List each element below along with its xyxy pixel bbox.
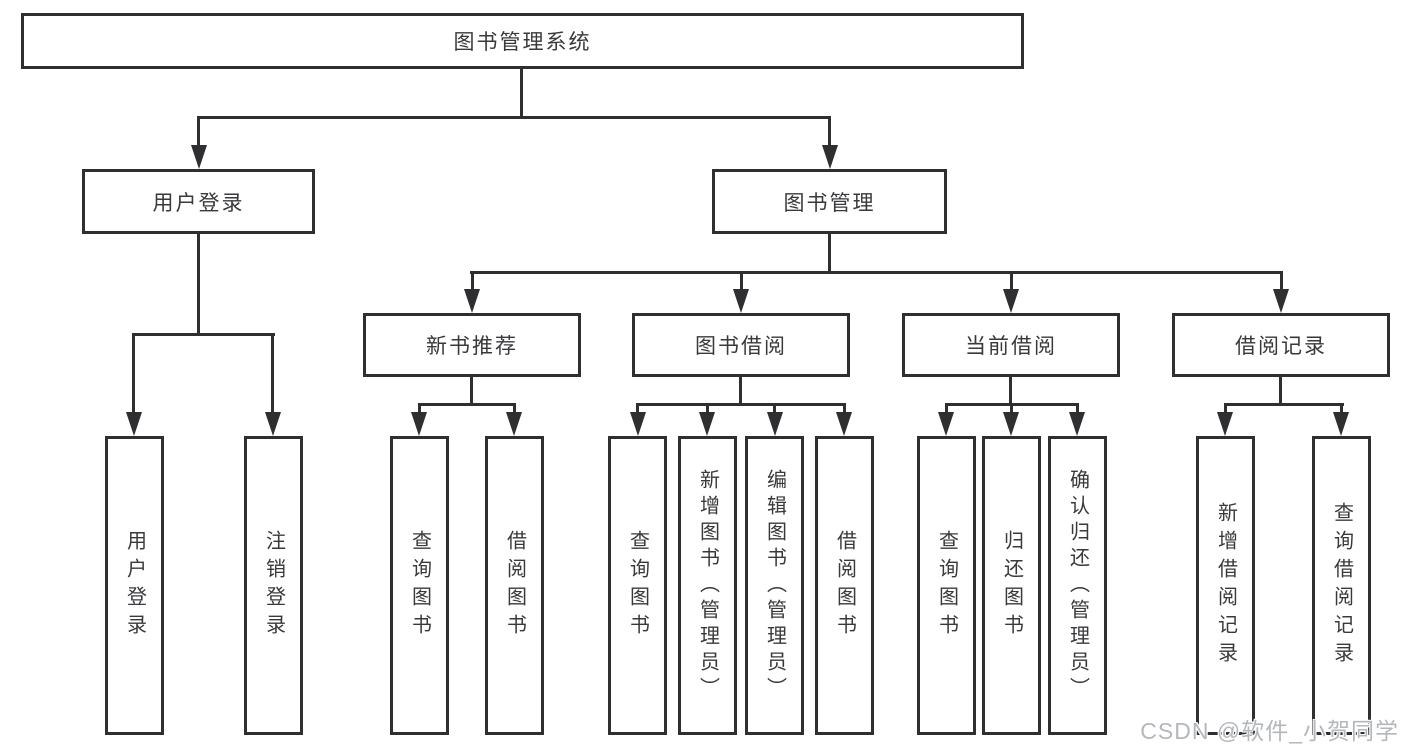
connector-bar (636, 403, 846, 406)
connector-drop (1340, 403, 1343, 416)
leaf-borrow-books-borrowing: 借阅图书 (815, 436, 874, 735)
connector-drop (132, 333, 135, 415)
connector-root-left-drop (197, 116, 200, 148)
leaf-query-books-current: 查询图书 (917, 436, 976, 735)
node-label: 新书推荐 (426, 335, 518, 358)
node-current-borrowing: 当前借阅 (902, 313, 1120, 377)
connector-drop (706, 403, 709, 416)
node-user-login: 用户登录 (82, 169, 315, 234)
connector-drop (636, 403, 639, 416)
leaf-user-login: 用户登录 (105, 436, 164, 735)
arrowhead-icon (836, 412, 852, 436)
connector-drop (843, 403, 846, 416)
arrowhead-icon (411, 412, 427, 436)
arrowhead-icon (822, 145, 838, 169)
node-label: 当前借阅 (965, 335, 1057, 358)
leaf-label: 确认归还（管理员） (1066, 468, 1089, 703)
csdn-watermark: CSDN @软件_小贺同学 (1140, 718, 1399, 744)
node-book-borrowing: 图书借阅 (632, 313, 850, 377)
node-label: 图书管理 (783, 191, 876, 215)
arrowhead-icon (1003, 412, 1019, 436)
arrowhead-icon (938, 412, 954, 436)
connector-drop (1076, 403, 1079, 416)
node-label: 借阅记录 (1235, 335, 1327, 358)
leaf-label: 归还图书 (1000, 529, 1023, 642)
leaf-edit-book-admin: 编辑图书（管理员） (745, 436, 804, 735)
connector-root-bar (197, 116, 831, 119)
leaf-label: 借阅图书 (833, 529, 856, 642)
connector-bar (418, 403, 516, 406)
connector-stem (470, 377, 473, 406)
arrowhead-icon (1273, 289, 1289, 313)
leaf-confirm-return-admin: 确认归还（管理员） (1048, 436, 1107, 735)
arrowhead-icon (733, 289, 749, 313)
leaf-query-borrow-record: 查询借阅记录 (1312, 436, 1371, 735)
node-label: 图书管理系统 (453, 31, 592, 54)
node-label: 图书借阅 (695, 335, 787, 358)
leaf-borrow-books-recommend: 借阅图书 (485, 436, 544, 735)
connector-drop (773, 403, 776, 416)
connector-drop (271, 333, 274, 415)
connector-user-login-bar (133, 333, 275, 336)
connector-drop (1010, 271, 1013, 293)
node-label: 用户登录 (152, 191, 245, 215)
leaf-label: 编辑图书（管理员） (763, 468, 786, 703)
leaf-label: 借阅图书 (503, 529, 526, 642)
leaf-return-books: 归还图书 (982, 436, 1041, 735)
leaf-add-book-admin: 新增图书（管理员） (678, 436, 737, 735)
leaf-label: 查询图书 (408, 529, 431, 642)
connector-book-mgmt-stem (828, 234, 831, 274)
leaf-add-borrow-record: 新增借阅记录 (1196, 436, 1255, 735)
node-book-management: 图书管理 (712, 169, 947, 234)
connector-bar (1224, 403, 1344, 406)
connector-drop (1224, 403, 1227, 416)
connector-root-right-drop (828, 116, 831, 148)
arrowhead-icon (767, 412, 783, 436)
connector-drop (471, 271, 474, 293)
connector-stem (1009, 377, 1012, 406)
arrowhead-icon (506, 412, 522, 436)
connector-root-stem (520, 68, 523, 118)
leaf-label: 查询图书 (626, 529, 649, 642)
arrowhead-icon (699, 412, 715, 436)
leaf-label: 查询图书 (935, 529, 958, 642)
node-new-book-recommend: 新书推荐 (363, 313, 581, 377)
arrowhead-icon (630, 412, 646, 436)
connector-stem (1279, 377, 1282, 406)
leaf-label: 新增借阅记录 (1214, 501, 1237, 670)
connector-drop (1010, 403, 1013, 416)
leaf-label: 注销登录 (262, 529, 285, 642)
arrowhead-icon (1003, 289, 1019, 313)
arrowhead-icon (1333, 412, 1349, 436)
leaf-label: 新增图书（管理员） (696, 468, 719, 703)
arrowhead-icon (265, 412, 281, 436)
connector-drop (1280, 271, 1283, 293)
arrowhead-icon (464, 289, 480, 313)
connector-drop (513, 403, 516, 416)
connector-user-login-stem (197, 234, 200, 335)
arrowhead-icon (1069, 412, 1085, 436)
leaf-query-books-borrowing: 查询图书 (608, 436, 667, 735)
node-library-management-system: 图书管理系统 (21, 13, 1024, 69)
leaf-label: 用户登录 (123, 529, 146, 642)
connector-drop (945, 403, 948, 416)
arrowhead-icon (191, 145, 207, 169)
connector-book-mgmt-bar (470, 271, 1282, 274)
node-borrowing-records: 借阅记录 (1172, 313, 1390, 377)
arrowhead-icon (1217, 412, 1233, 436)
leaf-query-books-recommend: 查询图书 (390, 436, 449, 735)
connector-stem (739, 377, 742, 406)
connector-drop (740, 271, 743, 293)
arrowhead-icon (126, 412, 142, 436)
leaf-logout: 注销登录 (244, 436, 303, 735)
connector-drop (418, 403, 421, 416)
leaf-label: 查询借阅记录 (1330, 501, 1353, 670)
